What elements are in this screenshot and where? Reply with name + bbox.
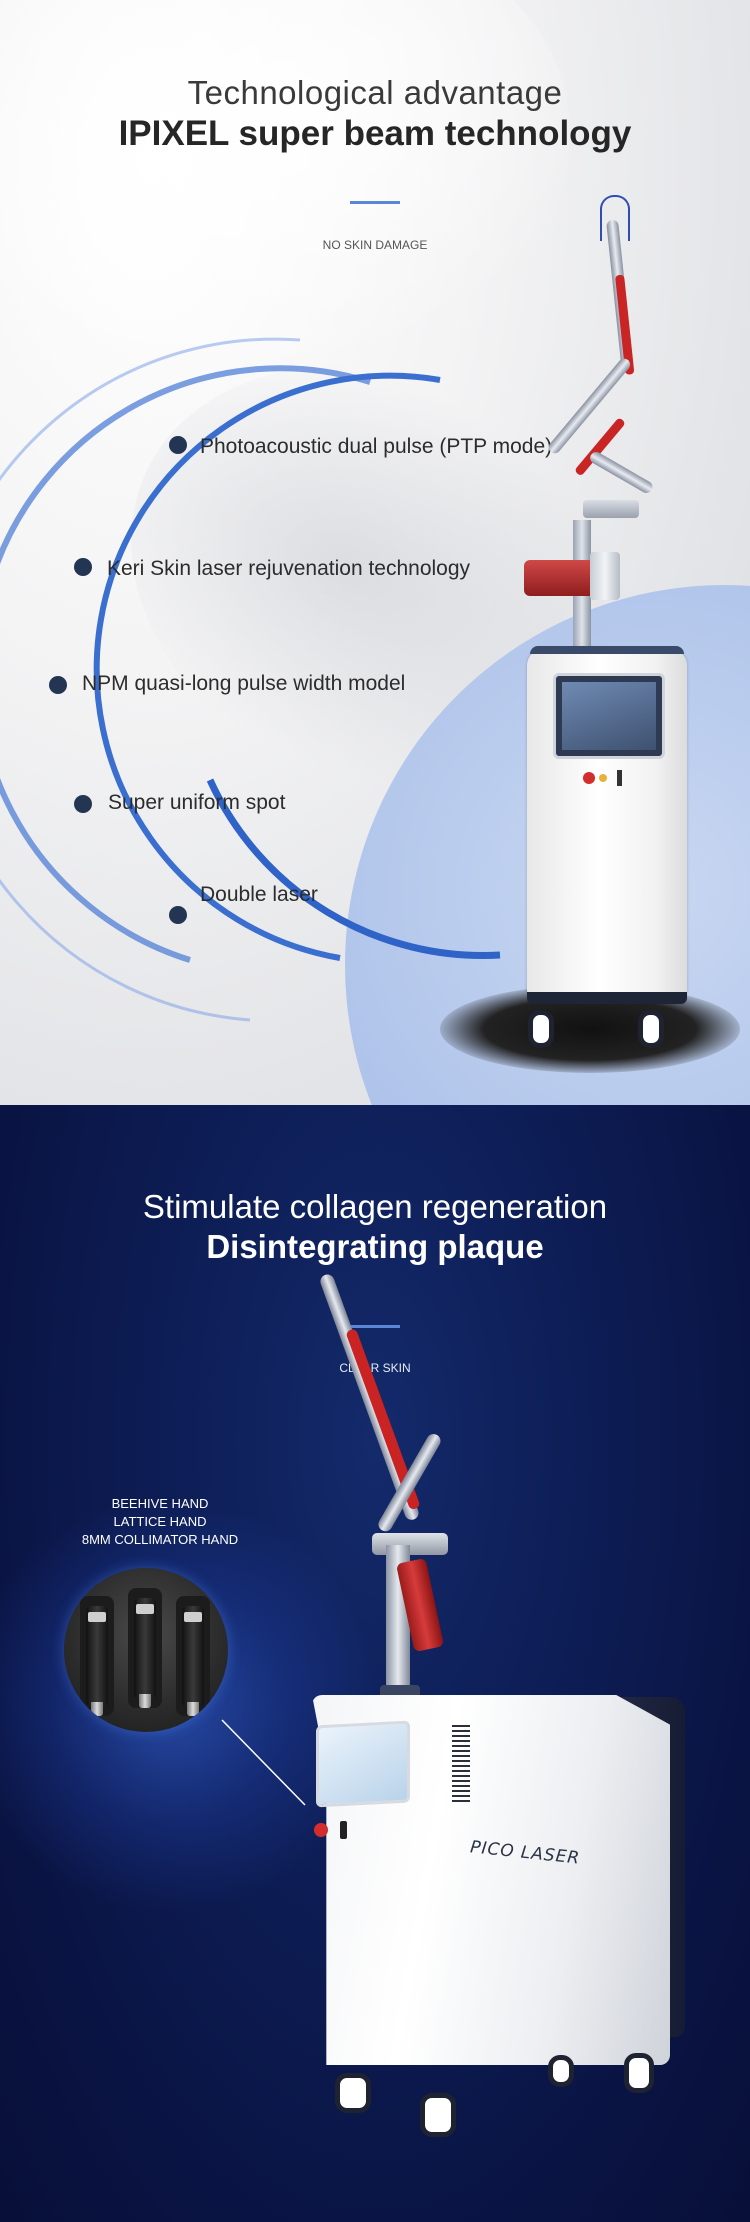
emergency-stop-button (314, 1823, 328, 1837)
wheel (528, 1010, 554, 1048)
feature-item: Photoacoustic dual pulse (PTP mode) (200, 435, 553, 458)
feature-dot (169, 906, 187, 924)
feature-dot (169, 436, 187, 454)
arc-outer (0, 337, 301, 1022)
handpiece-labels: BEEHIVE HAND LATTICE HAND 8MM COLLIMATOR… (50, 1495, 270, 1549)
handpiece-label: 8MM COLLIMATOR HAND (81, 1532, 239, 1547)
arc-inner (93, 372, 441, 961)
feature-item: NPM quasi-long pulse width model (82, 672, 406, 695)
wheel (638, 1010, 664, 1048)
wheel (335, 2073, 371, 2113)
feature-dot (49, 676, 67, 694)
key-switch (617, 770, 622, 786)
callout-line (221, 1719, 306, 1806)
section-title-line2: Disintegrating plaque (206, 1228, 544, 1265)
feature-item: Super uniform spot (108, 791, 286, 814)
handpiece (182, 1606, 204, 1716)
feature-item: Double laser (200, 883, 318, 906)
machine-top-trim (530, 646, 684, 654)
arm-joint (583, 500, 639, 518)
feature-item: Keri Skin laser rejuvenation technology (107, 557, 471, 580)
machine-screen (316, 1720, 410, 1808)
laser-head (524, 560, 596, 596)
handpiece (86, 1606, 108, 1716)
handpiece (134, 1598, 156, 1708)
section-title-line1: Technological advantage (187, 74, 563, 111)
indicator-light (599, 774, 607, 782)
wheel (420, 2093, 456, 2137)
collagen-section: Stimulate collagen regeneration Disinteg… (0, 1105, 750, 2222)
arc-lower (206, 778, 501, 959)
section-title-line2: IPIXEL super beam technology (118, 114, 632, 153)
handpiece-label: LATTICE HAND (113, 1514, 207, 1529)
arm-joint (372, 1533, 448, 1555)
machine-screen (553, 673, 665, 759)
laser-head-cap (590, 552, 620, 600)
feature-dot (74, 795, 92, 813)
vent-grille (452, 1725, 470, 1803)
emergency-stop-button (583, 772, 595, 784)
section-subtitle: NO SKIN DAMAGE (322, 238, 428, 252)
handpiece-label: BEEHIVE HAND (111, 1496, 209, 1511)
machine-base (527, 992, 687, 1004)
wheel (624, 2053, 654, 2093)
tech-advantage-section: Technological advantage IPIXEL super bea… (0, 0, 750, 1105)
title-divider (350, 201, 400, 204)
handpiece-closeup (64, 1568, 228, 1732)
fiber-cable (600, 195, 630, 241)
arc-middle (0, 365, 371, 963)
feature-arc (0, 337, 501, 1022)
section-title-line1: Stimulate collagen regeneration (142, 1188, 608, 1225)
title-divider (350, 1325, 400, 1328)
callout-connector (221, 1719, 306, 1806)
wheel (548, 2055, 574, 2087)
feature-dot (74, 558, 92, 576)
key-switch (340, 1821, 347, 1839)
